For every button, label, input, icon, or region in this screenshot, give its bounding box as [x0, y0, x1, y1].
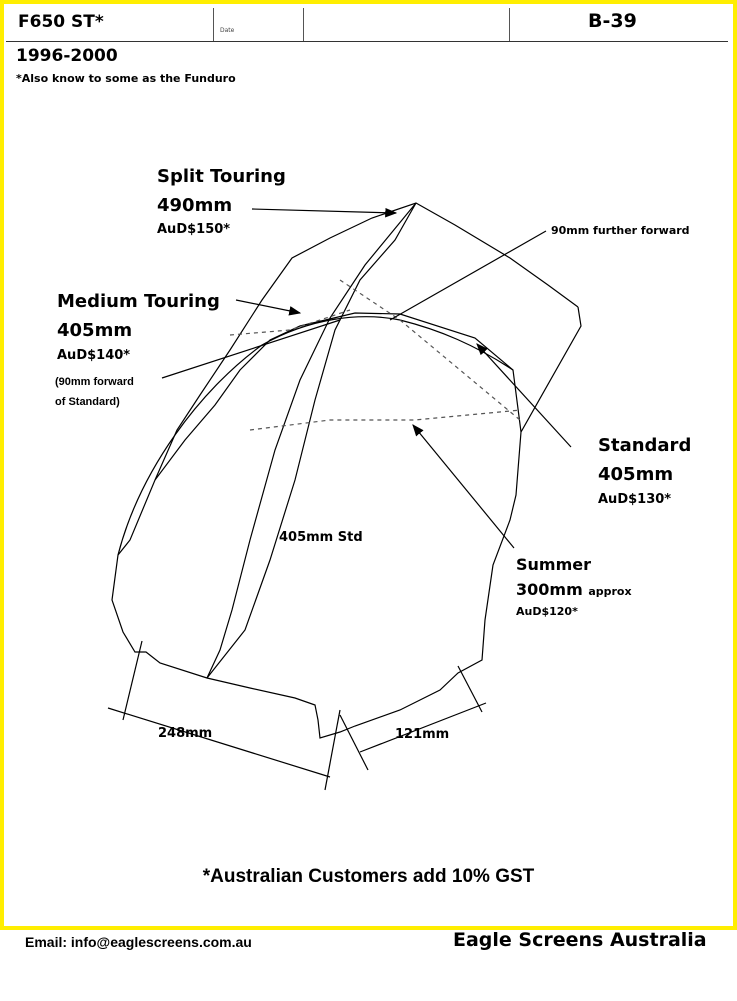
split-touring-price: AuD$150* — [157, 222, 231, 237]
summer-height-row: 300mm approx — [516, 580, 632, 599]
dimension-line-left — [107, 707, 331, 778]
standard-height: 405mm — [598, 464, 674, 485]
summer-dashed-line — [249, 409, 522, 431]
dimension-tick-right-b — [457, 665, 483, 713]
gst-notice: *Australian Customers add 10% GST — [202, 866, 535, 887]
width-right-label: 121mm — [395, 727, 450, 742]
summer-name: Summer — [516, 555, 591, 574]
medium-touring-name: Medium Touring — [57, 291, 220, 312]
model-note: *Also know to some as the Funduro — [16, 72, 236, 85]
further-forward-note: 90mm further forward — [551, 224, 690, 237]
further-forward-leader — [389, 230, 547, 321]
page-frame — [0, 0, 737, 930]
contact-email: Email: info@eaglescreens.com.au — [25, 934, 252, 950]
standard-dashed-line — [339, 279, 521, 421]
reference-code: B-39 — [588, 10, 637, 32]
header-cell-blank — [304, 8, 510, 41]
split-touring-name: Split Touring — [157, 166, 286, 187]
standard-leader — [476, 343, 572, 448]
split-touring-outline — [154, 202, 579, 481]
centre-split-line-b — [206, 202, 417, 679]
header-cell-model — [6, 8, 214, 41]
model-title: F650 ST* — [18, 12, 104, 32]
medium-touring-note-line1: (90mm forward — [55, 376, 134, 388]
date-label: Date — [220, 27, 235, 34]
dimension-tick-right-a — [339, 714, 369, 771]
dimension-tick-left-b — [324, 709, 341, 791]
summer-approx: approx — [588, 585, 632, 598]
std-height-label: 405mm Std — [279, 530, 363, 545]
header-cell-date — [214, 8, 304, 41]
windscreen-diagram — [107, 202, 582, 791]
medium-touring-note-leader — [161, 319, 341, 379]
split-touring-leader — [251, 207, 398, 218]
screen-outline — [111, 306, 582, 739]
width-left-label: 248mm — [158, 726, 213, 741]
summer-leader — [412, 424, 515, 549]
standard-name: Standard — [598, 435, 692, 456]
medium-touring-note-line2: of Standard) — [55, 396, 120, 408]
summer-height: 300mm — [516, 580, 583, 599]
medium-touring-height: 405mm — [57, 320, 133, 341]
medium-touring-curve — [117, 316, 514, 556]
medium-touring-price: AuD$140* — [57, 348, 131, 363]
model-years: 1996-2000 — [16, 46, 118, 66]
standard-price: AuD$130* — [598, 492, 672, 507]
summer-price: AuD$120* — [516, 605, 578, 618]
company-name: Eagle Screens Australia — [453, 929, 707, 951]
medium-touring-leader — [235, 299, 302, 316]
dimension-line-right — [359, 702, 487, 753]
centre-split-line-a — [206, 202, 417, 679]
header-divider — [6, 41, 728, 42]
split-touring-height: 490mm — [157, 195, 233, 216]
dimension-tick-left-a — [122, 640, 143, 721]
